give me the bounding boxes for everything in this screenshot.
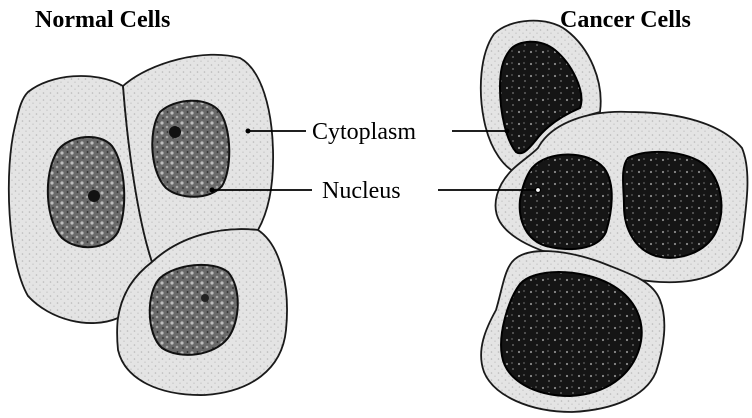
cancer-cell-middle-nucleus-left (520, 155, 612, 250)
normal-cell-left-nucleus (48, 137, 124, 247)
cancer-cell-bottom-nucleus (501, 272, 642, 396)
normal-cell-bottom-nucleus (150, 265, 238, 355)
cytoplasm-leader-dot-right (505, 129, 510, 134)
nucleus-leader-dot-right (536, 188, 541, 193)
cancer-cells-group (481, 21, 748, 412)
normal-cells-title: Normal Cells (35, 7, 170, 33)
nucleus-leader-dot-left (210, 188, 215, 193)
cytoplasm-label: Cytoplasm (312, 119, 416, 145)
normal-cell-left-nucleolus (88, 190, 100, 202)
normal-cell-upper-nucleolus (169, 126, 181, 138)
normal-cells-group (9, 55, 287, 395)
cancer-cells-title: Cancer Cells (560, 7, 691, 33)
nucleus-label: Nucleus (322, 178, 401, 204)
cytoplasm-leader-dot-left (246, 129, 251, 134)
normal-cell-upper-nucleus (152, 101, 229, 197)
normal-cell-bottom-nucleolus (201, 294, 209, 302)
cancer-cell-middle-nucleus-right (623, 152, 721, 258)
